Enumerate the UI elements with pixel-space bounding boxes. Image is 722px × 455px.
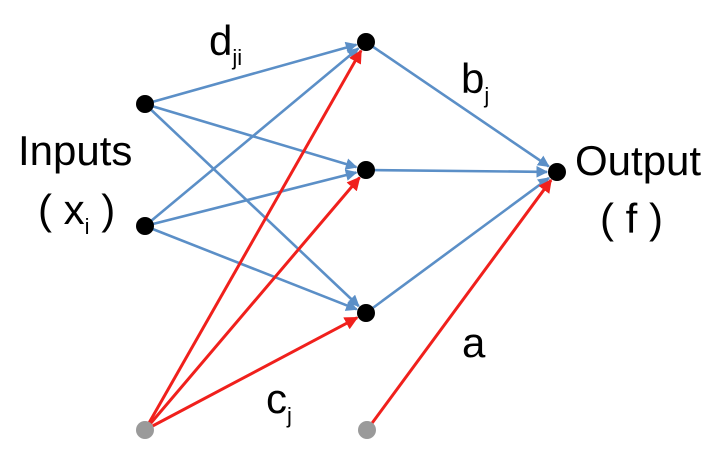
edges-layer bbox=[143, 40, 553, 432]
edge-h1-to-f bbox=[365, 40, 550, 168]
weight-d-label: dji bbox=[209, 17, 242, 69]
edge-x2-to-h3 bbox=[144, 224, 358, 311]
inputs-symbol-close: ) bbox=[89, 186, 116, 233]
bias-c-label: cj bbox=[266, 375, 292, 427]
edge-h2-to-f bbox=[365, 165, 549, 178]
inputs-text: Inputs bbox=[18, 127, 133, 174]
edge-x2-to-h2 bbox=[144, 169, 358, 228]
output-symbol-text: ( f ) bbox=[600, 195, 663, 242]
node-h1 bbox=[357, 33, 375, 51]
node-bias-output bbox=[358, 421, 376, 439]
bias-c-main: c bbox=[266, 375, 287, 422]
inputs-label: Inputs bbox=[18, 130, 132, 172]
node-h2 bbox=[357, 161, 375, 179]
inputs-symbol-open: ( x bbox=[38, 186, 85, 233]
output-symbol-label: ( f ) bbox=[600, 198, 663, 240]
output-text: Output bbox=[575, 137, 702, 184]
node-x1 bbox=[136, 95, 154, 113]
weight-b-label: bj bbox=[461, 55, 489, 107]
edge-h3-to-f bbox=[365, 176, 550, 315]
edge-x1-to-h1 bbox=[144, 41, 358, 106]
node-x2 bbox=[136, 217, 154, 235]
weight-d-main: d bbox=[209, 17, 233, 64]
edge-bias_hidden-to-h3 bbox=[144, 316, 359, 432]
bias-a-label: a bbox=[462, 322, 485, 364]
nodes-layer bbox=[136, 33, 566, 439]
inputs-symbol-label: ( xi ) bbox=[38, 186, 116, 238]
edge-x1-to-h3 bbox=[144, 103, 360, 308]
edge-x2-to-h1 bbox=[144, 47, 360, 227]
node-bias-hidden bbox=[136, 421, 154, 439]
node-h3 bbox=[357, 304, 375, 322]
edge-bias_hidden-to-h1 bbox=[143, 49, 363, 431]
weight-b-main: b bbox=[461, 55, 485, 102]
inputs-symbol-subscript: i bbox=[84, 214, 90, 239]
weight-d-subscript: ji bbox=[232, 45, 243, 70]
bias-a-text: a bbox=[462, 319, 486, 366]
edge-x1-to-h2 bbox=[144, 102, 358, 170]
weight-b-subscript: j bbox=[484, 83, 490, 108]
bias-c-subscript: j bbox=[287, 403, 292, 428]
output-label: Output bbox=[575, 140, 701, 182]
node-f bbox=[548, 163, 566, 181]
edge-bias_output-to-f bbox=[365, 178, 553, 431]
edge-bias_hidden-to-h2 bbox=[143, 176, 361, 431]
